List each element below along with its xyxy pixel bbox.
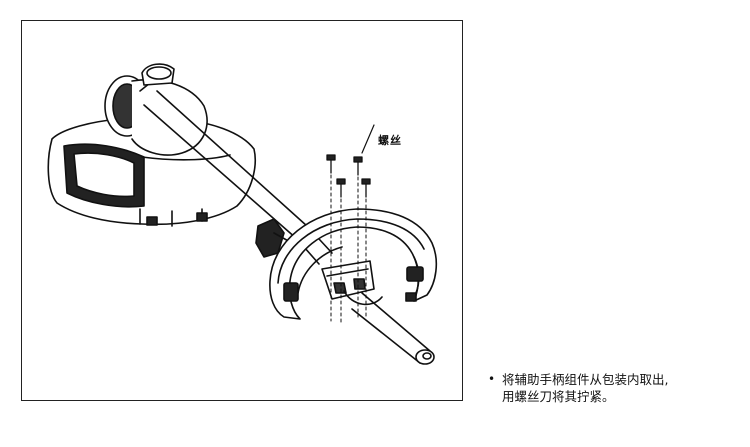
auxiliary-handle-drawing	[269, 208, 438, 320]
screws-drawing	[326, 154, 371, 198]
trimmer-guard-drawing	[47, 63, 256, 227]
instruction-line-2: 用螺丝刀将其拧紧。	[502, 389, 615, 404]
bullet-marker: •	[488, 372, 496, 386]
instruction-text: • 将辅助手柄组件从包装内取出, 用螺丝刀将其拧紧。	[488, 371, 668, 405]
instruction-line-1: 将辅助手柄组件从包装内取出,	[502, 372, 669, 387]
callout-leader	[361, 124, 375, 154]
screw-callout-label: 螺丝	[378, 134, 402, 147]
trimmer-handle-assembly-illustration	[47, 63, 438, 365]
alignment-lines	[330, 174, 367, 324]
illustration-frame: 螺丝	[21, 20, 463, 401]
